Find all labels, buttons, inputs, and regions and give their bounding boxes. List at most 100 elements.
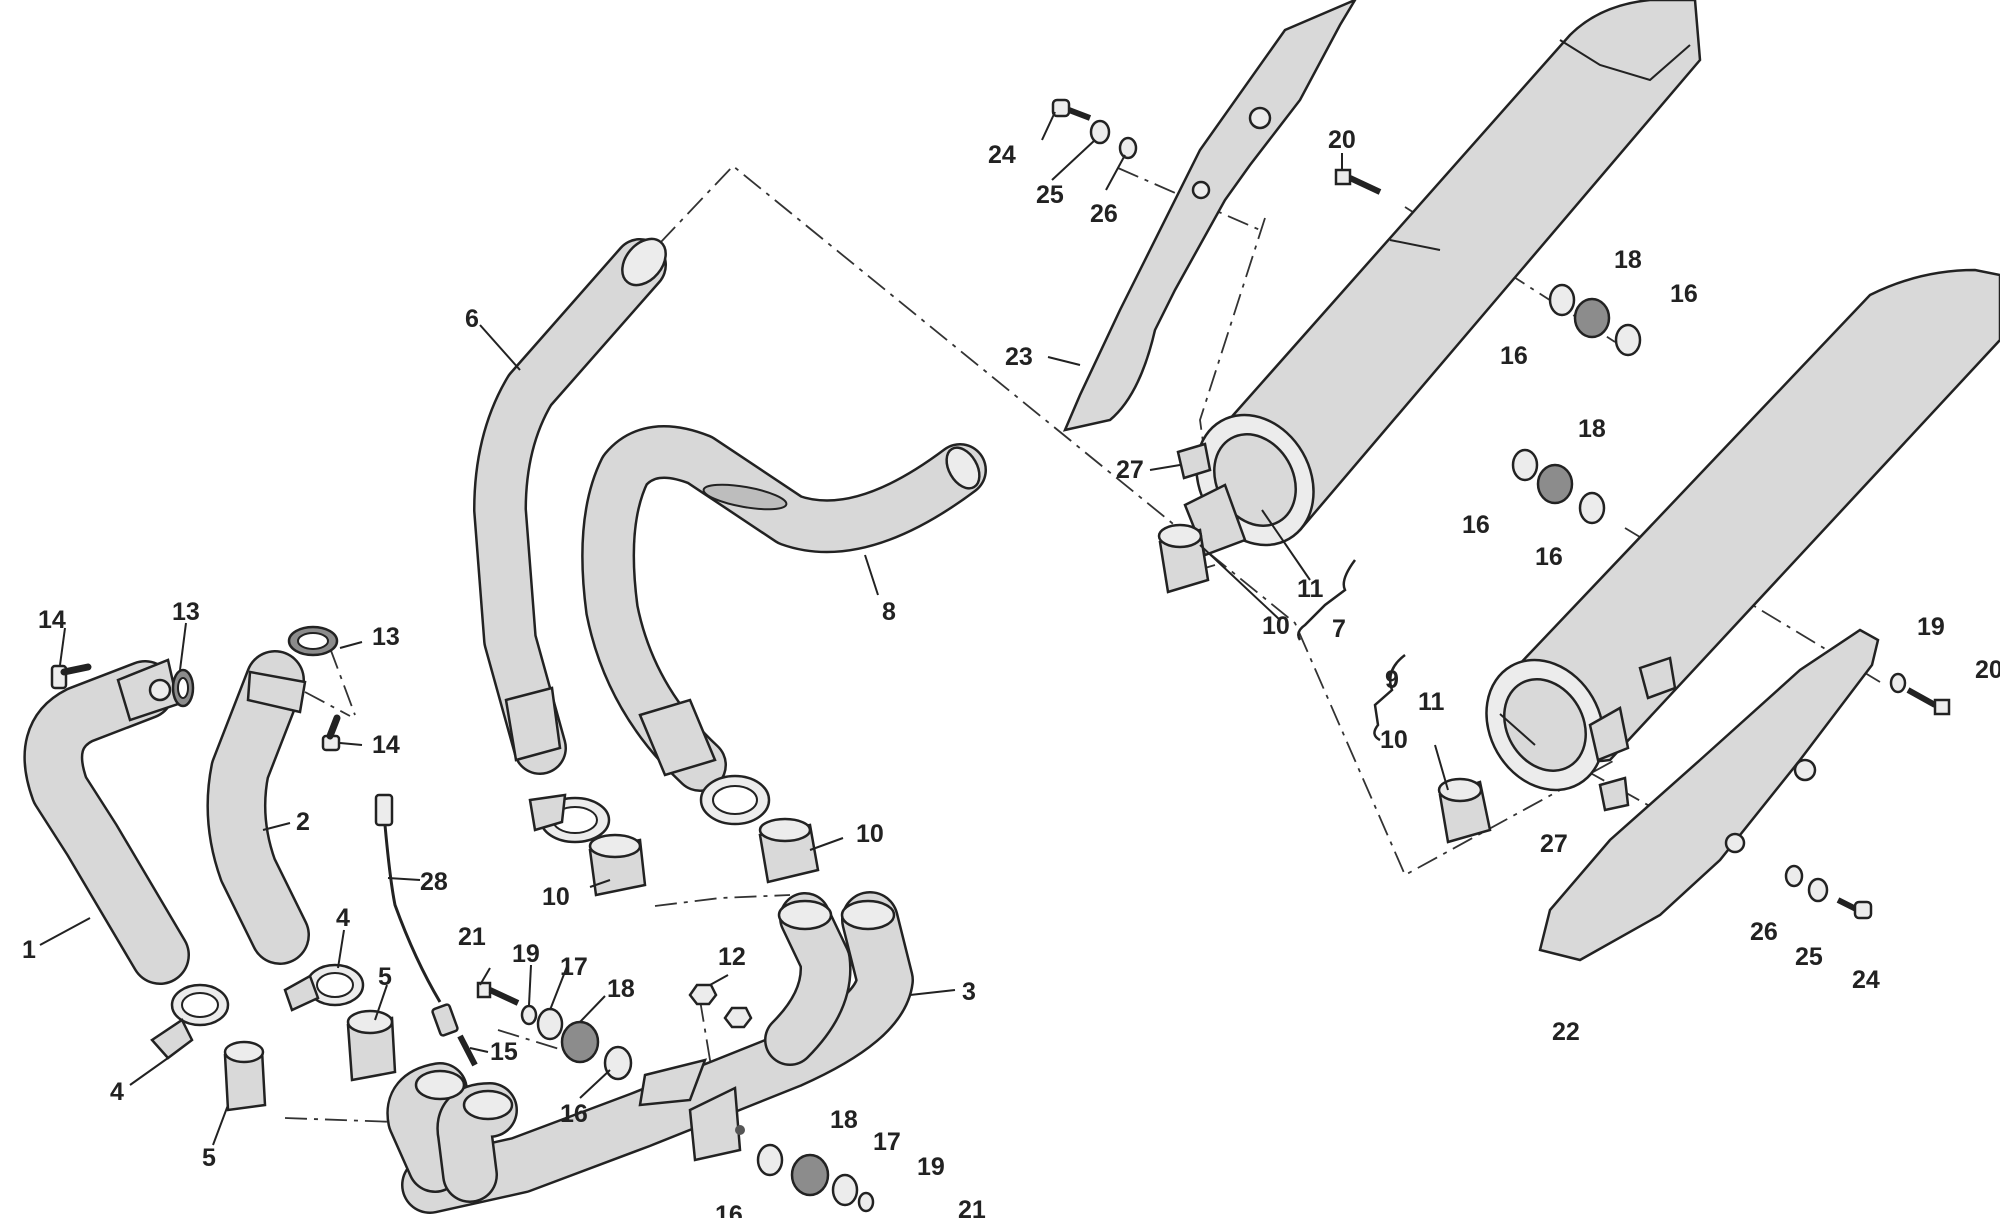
- callout-20: 20: [1975, 656, 2000, 684]
- callout-3: 3: [962, 978, 976, 1006]
- sleeve-5a: [223, 1040, 267, 1112]
- callout-19: 19: [1917, 613, 1945, 641]
- clamp-4b: [283, 963, 365, 1012]
- sleeve-10c: [1157, 523, 1210, 594]
- callout-18: 18: [830, 1106, 858, 1134]
- washer-25a: [1089, 119, 1111, 145]
- collector-inlets: [386, 1062, 518, 1203]
- sleeve-5b: [346, 1009, 397, 1082]
- bolt-20a: [1334, 168, 1382, 195]
- callout-5: 5: [378, 963, 392, 991]
- down-pipe-8: [581, 425, 987, 792]
- heat-shield-23: [1062, 0, 1357, 432]
- bushing-16a: [603, 1045, 633, 1081]
- bushing-16e: [1511, 448, 1539, 482]
- sleeve-10b: [758, 817, 820, 884]
- callout-13: 13: [372, 623, 400, 651]
- flange-gasket-13a: [171, 668, 195, 708]
- callout-27: 27: [1540, 830, 1568, 858]
- clip-27a: [1176, 442, 1212, 480]
- callout-22: 22: [1552, 1018, 1580, 1046]
- clamp-pipe-6: [528, 793, 611, 844]
- spacer-17b: [831, 1173, 859, 1207]
- o2-sensor-28: [374, 793, 478, 1067]
- callout-12: 12: [718, 943, 746, 971]
- screw-24b: [1836, 897, 1873, 920]
- callout-19: 19: [917, 1153, 945, 1181]
- washer-19c: [1889, 672, 1907, 694]
- callout-16: 16: [1500, 342, 1528, 370]
- callout-25: 25: [1795, 943, 1823, 971]
- callout-26: 26: [1090, 200, 1118, 228]
- callout-17: 17: [873, 1128, 901, 1156]
- bushing-16b: [756, 1143, 784, 1177]
- pipe-8-outlet: [638, 698, 717, 777]
- bolt-14b: [321, 714, 341, 752]
- bushing-16f: [1578, 491, 1606, 525]
- callout-21: 21: [458, 923, 486, 951]
- leader-lines: [39, 111, 1536, 1146]
- callout-16: 16: [1670, 280, 1698, 308]
- bolt-20b: [1906, 687, 1951, 716]
- flange-gasket-13b: [287, 625, 339, 657]
- callout-23: 23: [1005, 343, 1033, 371]
- callout-16: 16: [1535, 543, 1563, 571]
- mount-bolt-21a: [476, 981, 520, 1006]
- muffler-7: [1183, 0, 1702, 557]
- callout-18: 18: [1578, 415, 1606, 443]
- grommet-18c: [1573, 297, 1611, 339]
- brace-7: [1297, 559, 1357, 641]
- brace-9: [1373, 654, 1406, 742]
- callout-11: 11: [1418, 688, 1445, 716]
- grommet-18b: [790, 1153, 830, 1197]
- clip-27b: [1598, 776, 1630, 812]
- callout-1: 1: [22, 936, 36, 964]
- callout-18: 18: [1614, 246, 1642, 274]
- callout-8: 8: [882, 598, 896, 626]
- callout-4: 4: [336, 904, 350, 932]
- callout-9: 9: [1385, 666, 1399, 694]
- callout-16: 16: [1462, 511, 1490, 539]
- callout-5: 5: [202, 1144, 216, 1172]
- callout-10: 10: [1262, 612, 1290, 640]
- callout-7: 7: [1332, 615, 1346, 643]
- callout-13: 13: [172, 598, 200, 626]
- nuts-12: [688, 983, 753, 1029]
- callout-2: 2: [296, 808, 310, 836]
- grommet-18a: [560, 1020, 600, 1064]
- bushing-16c: [1548, 283, 1576, 317]
- callout-21: 21: [958, 1196, 986, 1218]
- collector-3: [401, 891, 914, 1214]
- down-pipe-6: [473, 237, 667, 775]
- grommet-18d: [1536, 463, 1574, 505]
- washer-25b: [1807, 877, 1829, 903]
- washer-19a: [520, 1004, 538, 1026]
- sleeve-10a: [588, 833, 647, 897]
- washer-19b: [857, 1191, 875, 1213]
- muffler-9: [1485, 268, 2000, 792]
- callout-4: 4: [110, 1078, 124, 1106]
- callout-10: 10: [1380, 726, 1408, 754]
- spacer-17a: [536, 1007, 564, 1041]
- sleeve-10d: [1437, 777, 1492, 844]
- callout-10: 10: [542, 883, 570, 911]
- washer-26a: [1118, 136, 1138, 160]
- header-pipe-2: [206, 650, 310, 965]
- washer-26b: [1784, 864, 1804, 888]
- callout-16: 16: [715, 1201, 743, 1218]
- pipe-6-outlet: [504, 686, 562, 762]
- clamp-4a: [150, 983, 230, 1060]
- heat-shield-22: [1538, 628, 1880, 962]
- callout-16: 16: [560, 1100, 588, 1128]
- screw-24a: [1051, 98, 1092, 121]
- callout-10: 10: [856, 820, 884, 848]
- callout-15: 15: [490, 1038, 518, 1066]
- callout-6: 6: [465, 305, 479, 333]
- callout-27: 27: [1116, 456, 1144, 484]
- callout-25: 25: [1036, 181, 1064, 209]
- callout-17: 17: [560, 953, 588, 981]
- callout-19: 19: [512, 940, 540, 968]
- callout-26: 26: [1750, 918, 1778, 946]
